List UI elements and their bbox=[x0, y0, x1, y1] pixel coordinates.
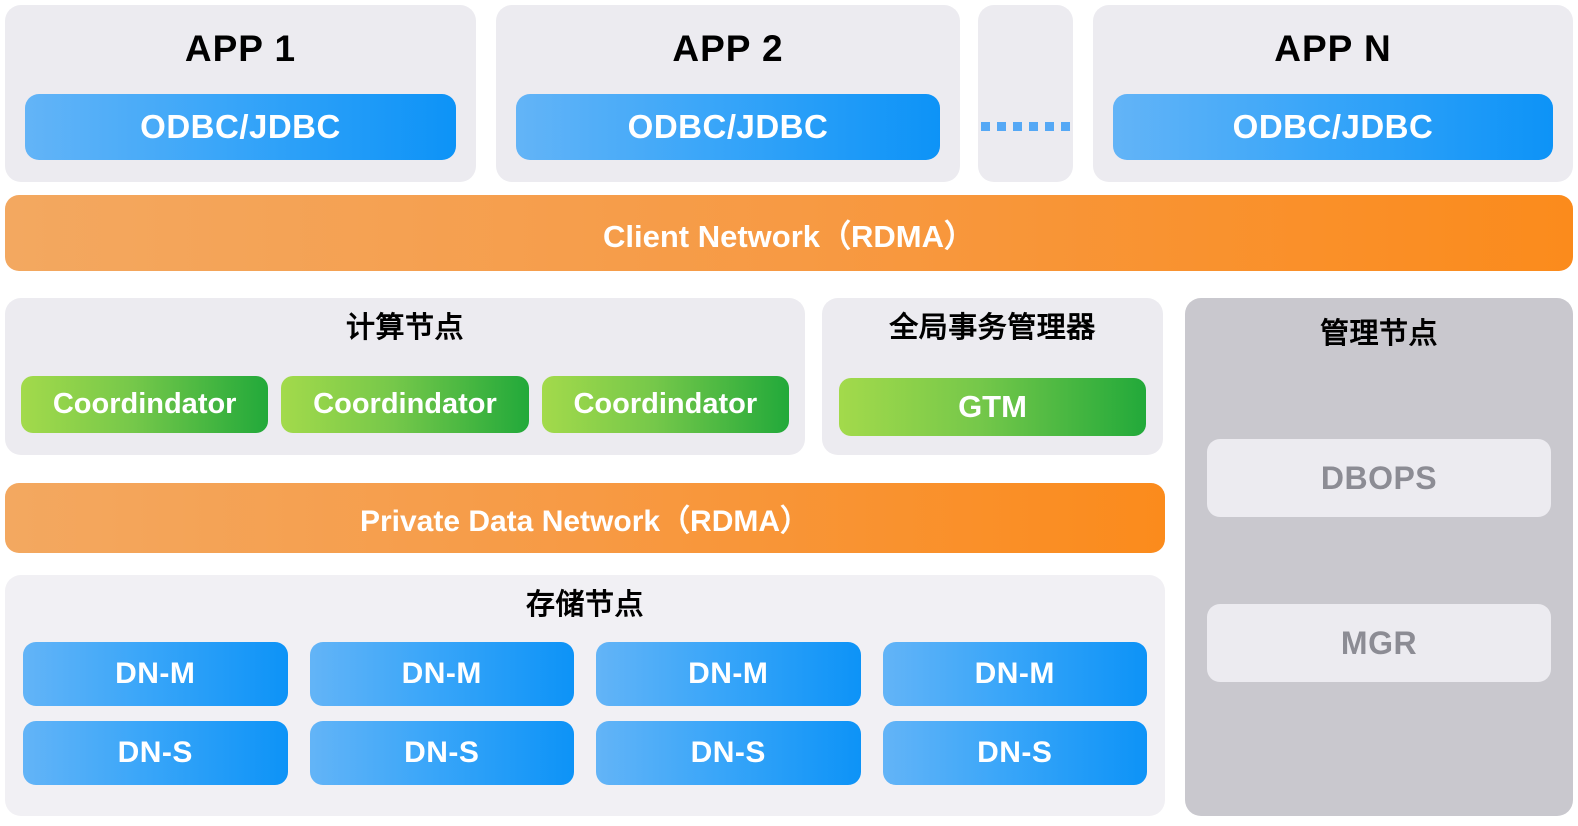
data-node-column: DN-M DN-S bbox=[309, 642, 574, 785]
data-node-slave[interactable]: DN-S bbox=[23, 721, 288, 785]
coordinator-row: Coordindator Coordindator Coordindator bbox=[21, 376, 789, 433]
data-node-slave[interactable]: DN-S bbox=[309, 721, 574, 785]
gtm-panel-title: 全局事务管理器 bbox=[889, 312, 1096, 344]
storage-node-title: 存储节点 bbox=[525, 589, 644, 621]
odbc-jdbc-pill[interactable]: ODBC/JDBC bbox=[1113, 94, 1553, 160]
dot-icon bbox=[997, 122, 1006, 131]
client-network-bar: Client Network（RDMA） bbox=[5, 195, 1573, 271]
management-node-panel: 管理节点 DBOPS MGR bbox=[1185, 298, 1573, 816]
compute-node-title: 计算节点 bbox=[345, 312, 464, 344]
data-node-master[interactable]: DN-M bbox=[596, 642, 861, 706]
mgr-box[interactable]: MGR bbox=[1207, 604, 1551, 682]
management-node-title: 管理节点 bbox=[1319, 318, 1438, 350]
global-transaction-manager-panel: 全局事务管理器 GTM bbox=[822, 298, 1163, 455]
app-card-n[interactable]: APP N ODBC/JDBC bbox=[1093, 5, 1573, 182]
coordinator-node[interactable]: Coordindator bbox=[21, 376, 269, 433]
private-data-network-bar: Private Data Network（RDMA） bbox=[5, 483, 1165, 553]
compute-node-panel: 计算节点 Coordindator Coordindator Coordinda… bbox=[5, 298, 805, 455]
dot-icon bbox=[981, 122, 990, 131]
data-node-master[interactable]: DN-M bbox=[882, 642, 1147, 706]
data-node-column: DN-M DN-S bbox=[882, 642, 1147, 785]
dot-icon bbox=[1061, 122, 1070, 131]
dot-icon bbox=[1029, 122, 1038, 131]
data-node-column: DN-M DN-S bbox=[596, 642, 861, 785]
odbc-jdbc-pill[interactable]: ODBC/JDBC bbox=[25, 94, 456, 160]
app-title: APP 1 bbox=[184, 28, 297, 69]
coordinator-node[interactable]: Coordindator bbox=[281, 376, 529, 433]
ellipsis-dots-icon bbox=[978, 122, 1073, 131]
dot-icon bbox=[1045, 122, 1054, 131]
more-apps-ellipsis-card bbox=[978, 5, 1073, 182]
storage-node-panel: 存储节点 DN-M DN-S DN-M DN-S DN-M DN-S DN-M … bbox=[5, 575, 1165, 816]
odbc-jdbc-pill[interactable]: ODBC/JDBC bbox=[516, 94, 940, 160]
data-node-column: DN-M DN-S bbox=[23, 642, 288, 785]
app-title: APP N bbox=[1274, 28, 1392, 69]
gtm-node[interactable]: GTM bbox=[839, 378, 1146, 436]
dbops-box[interactable]: DBOPS bbox=[1207, 439, 1551, 517]
data-node-slave[interactable]: DN-S bbox=[882, 721, 1147, 785]
app-card-2[interactable]: APP 2 ODBC/JDBC bbox=[496, 5, 960, 182]
app-title: APP 2 bbox=[672, 28, 784, 69]
data-node-master[interactable]: DN-M bbox=[309, 642, 574, 706]
app-card-1[interactable]: APP 1 ODBC/JDBC bbox=[5, 5, 476, 182]
dot-icon bbox=[1013, 122, 1022, 131]
coordinator-node[interactable]: Coordindator bbox=[541, 376, 789, 433]
data-node-master[interactable]: DN-M bbox=[23, 642, 288, 706]
data-node-slave[interactable]: DN-S bbox=[596, 721, 861, 785]
data-node-grid: DN-M DN-S DN-M DN-S DN-M DN-S DN-M DN-S bbox=[23, 642, 1147, 785]
